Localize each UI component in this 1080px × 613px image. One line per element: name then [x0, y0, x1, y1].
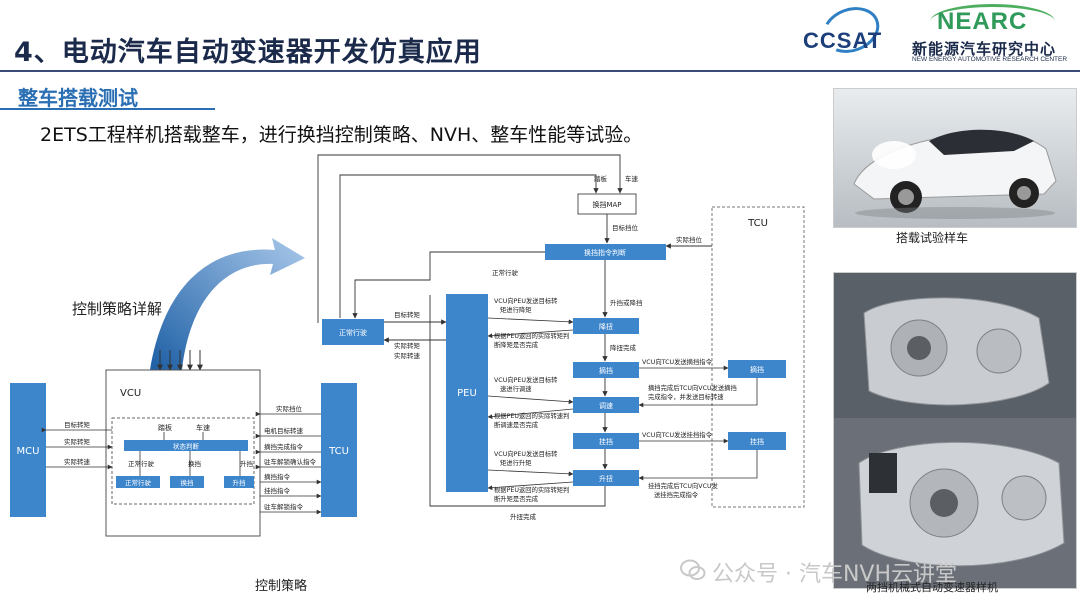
- step-box-speed-adjust: [573, 397, 639, 413]
- state-judge-block: [124, 440, 248, 451]
- section-divider: [0, 108, 215, 110]
- target-gear-label: 目标挡位: [612, 223, 639, 232]
- torque-up-done-label: 升扭完成: [510, 512, 537, 521]
- tcu-disengage-box: [728, 360, 786, 378]
- normal-drive-block-label: 正常行驶: [125, 478, 152, 487]
- nearc-logo-arc-icon: [930, 4, 1055, 39]
- mode-label-shift: 换挡: [188, 459, 201, 468]
- gearbox-photo-caption: 两挡机械式自动变速器样机: [866, 581, 998, 594]
- upshift-block: [224, 476, 254, 488]
- control-strategy-diagram: MCU TCU VCU 踏板 车速 状态判断 正常行驶 换挡 升挡 正常行驶 换…: [10, 154, 805, 537]
- wechat-icon: [680, 559, 706, 580]
- tcu-signal-1: 电机目标转速: [264, 426, 304, 435]
- tcu-block-1-label: 挂挡: [750, 437, 764, 446]
- actual-gear-label: 实际挡位: [676, 235, 703, 244]
- vcu-input-pedal: 踏板: [158, 423, 172, 432]
- mcu-signal-2: 实际转速: [64, 457, 91, 466]
- shift-block-left: [170, 476, 204, 488]
- strategy-detail-label: 控制策略详解: [72, 300, 163, 318]
- flow-speed-label: 车速: [625, 174, 639, 183]
- tcu-signal-5: 挂挡指令: [264, 486, 291, 495]
- title-divider: [0, 70, 1080, 72]
- up-down-label: 升挡或降挡: [610, 298, 643, 307]
- ccsat-logo: CCSAT: [803, 28, 883, 53]
- test-vehicle-photo: [833, 88, 1077, 228]
- tcu-signal-0: 实际挡位: [276, 404, 303, 413]
- normal-drive-box-label: 正常行驶: [339, 328, 367, 337]
- peu-msg-0: VCU向PEU发送目标转矩进行降矩: [494, 296, 558, 314]
- step-box-engage: [573, 433, 639, 449]
- peu-msg-2: VCU向PEU发送目标转速进行调速: [494, 375, 558, 393]
- shift-judge-label: 换挡指令判断: [584, 248, 626, 257]
- slide-title: 4、电动汽车自动变速器开发仿真应用: [14, 37, 482, 68]
- torque-down-done-label: 降扭完成: [610, 343, 637, 352]
- step-box-disengage: [573, 362, 639, 378]
- step-label-2: 调速: [599, 401, 613, 410]
- tcu-msg-2: VCU向TCU发送挂挡指令: [642, 430, 713, 439]
- strategy-caption: 控制策略: [255, 579, 308, 594]
- vcu-label: VCU: [120, 388, 141, 399]
- tcu-signal-2: 摘挡完成指令: [264, 442, 304, 451]
- shift-block-left-label: 换挡: [181, 478, 194, 487]
- mcu-label: MCU: [17, 446, 40, 457]
- peu-msg-1: 根据PEU返回的实际转矩判断降矩是否完成: [494, 331, 569, 349]
- tcu-msg-0: VCU向TCU发送摘挡指令: [642, 357, 713, 366]
- flow-pedal-label: 踏板: [594, 174, 608, 183]
- mode-label-up: 升挡: [240, 459, 253, 468]
- section-heading: 整车搭载测试: [18, 86, 138, 110]
- nearc-logo: NEARC: [937, 8, 1028, 35]
- peu-label: PEU: [457, 388, 477, 399]
- nearc-logo-english: NEW ENERGY AUTOMOTIVE RESEARCH CENTER: [912, 56, 1068, 63]
- step-label-4: 升扭: [599, 474, 613, 483]
- normal-drive-label-flow: 正常行驶: [492, 268, 519, 277]
- tcu-block-0-label: 摘挡: [750, 365, 764, 374]
- intro-text: 2ETS工程样机搭载整车，进行换挡控制策略、NVH、整车性能等试验。: [40, 124, 643, 146]
- vcu-inner-dashed: [111, 417, 255, 505]
- state-judge-label: 状态判断: [173, 442, 200, 451]
- tcu-engage-box: [728, 432, 786, 450]
- tcu-block-left: [321, 383, 357, 517]
- step-label-0: 降扭: [599, 322, 613, 331]
- shift-map-label: 换挡MAP: [592, 200, 621, 209]
- upshift-block-label: 升挡: [233, 478, 246, 487]
- actual-speed-label: 实际转速: [394, 351, 421, 360]
- mode-label-normal: 正常行驶: [128, 459, 155, 468]
- tcu-flow-label: TCU: [747, 218, 768, 229]
- tcu-signal-4: 摘挡指令: [264, 472, 291, 481]
- gearbox-photo: [833, 272, 1077, 589]
- tcu-msg-1: 摘挡完成后TCU向VCU发送摘挡完成指令，并发送目标转速: [648, 383, 737, 401]
- nearc-logo-chinese: 新能源汽车研究中心: [912, 40, 1057, 58]
- step-label-3: 挂挡: [599, 437, 613, 446]
- target-torque-label: 目标转矩: [394, 310, 421, 319]
- tcu-signal-3: 驻车解锁确认指令: [264, 457, 317, 466]
- step-box-torque-down: [573, 318, 639, 334]
- tcu-msg-3: 挂挡完成后TCU向VCU发送挂挡完成指令: [648, 481, 719, 499]
- peu-msg-3: 根据PEU返回的实际转速判断调速是否完成: [494, 411, 569, 429]
- normal-drive-block: [116, 476, 160, 488]
- actual-torque-label: 实际转矩: [394, 341, 421, 350]
- step-box-torque-up: [573, 470, 639, 486]
- watermark-text: 公众号 · 汽车NVH云讲堂: [712, 562, 958, 587]
- tcu-signal-6: 驻车解锁指令: [264, 502, 304, 511]
- peu-msg-5: 根据PEU返回的实际转矩判断升矩是否完成: [494, 485, 569, 503]
- mcu-signal-1: 实际转矩: [64, 437, 91, 446]
- peu-msg-4: VCU向PEU发送目标转矩进行升矩: [494, 449, 558, 467]
- normal-drive-box: [322, 319, 384, 345]
- mcu-signal-0: 目标转矩: [64, 420, 91, 429]
- vcu-input-speed: 车速: [196, 423, 210, 432]
- step-label-1: 摘挡: [599, 366, 613, 375]
- vehicle-photo-caption: 搭载试验样车: [896, 231, 969, 245]
- big-curved-arrow-icon: [150, 238, 305, 370]
- peu-block: [446, 294, 488, 492]
- tcu-label-left: TCU: [328, 446, 349, 457]
- tcu-dashed-frame: [711, 206, 805, 508]
- shift-judge-box: [545, 244, 666, 260]
- mcu-block: [10, 383, 46, 517]
